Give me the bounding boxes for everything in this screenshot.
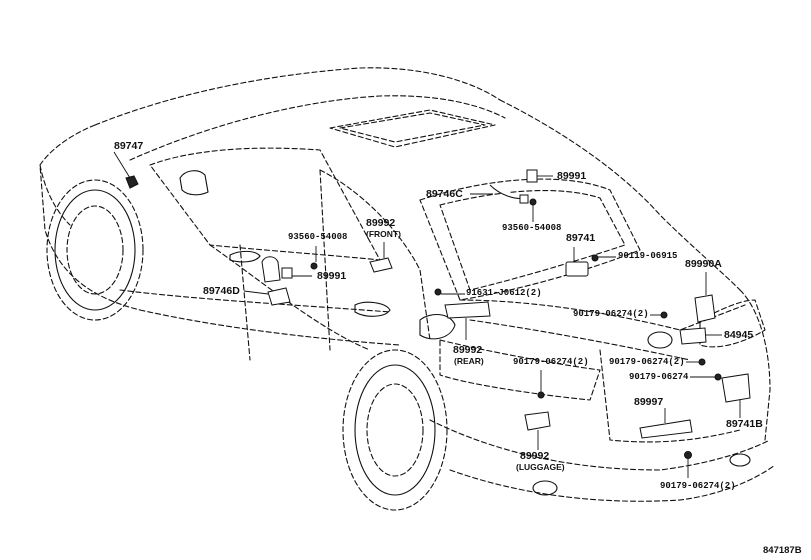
label-90179-a: 90179-06274(2) xyxy=(573,309,649,319)
label-89992-front: 89992 xyxy=(366,217,396,229)
label-89992-luggage: 89992 xyxy=(520,450,550,462)
label-rear-note: (REAR) xyxy=(454,356,484,366)
label-89747: 89747 xyxy=(114,140,144,152)
label-89746D: 89746D xyxy=(203,285,240,297)
label-luggage-note: (LUGGAGE) xyxy=(516,462,565,472)
label-90179-b: 90179-06274(2) xyxy=(513,357,589,367)
label-84945: 84945 xyxy=(724,329,754,341)
diagram-id: 847187B xyxy=(763,545,802,556)
label-89741: 89741 xyxy=(566,232,596,244)
label-90179-c: 90179-06274(2) xyxy=(609,357,685,367)
label-89991-left: 89991 xyxy=(317,270,347,282)
label-89741B: 89741B xyxy=(726,418,763,430)
label-90119: 90119-06915 xyxy=(618,251,678,261)
label-89746C: 89746C xyxy=(426,188,463,200)
part-89747-shape xyxy=(125,175,139,189)
label-89990A: 89990A xyxy=(685,258,722,270)
label-90179-d: 90179-06274 xyxy=(629,372,689,382)
label-93560-top: 93560-54008 xyxy=(502,223,562,233)
label-93560-left: 93560-54008 xyxy=(288,232,348,242)
label-89991-top: 89991 xyxy=(557,170,587,182)
label-front-note: (FRONT) xyxy=(366,229,401,239)
label-91631: 91631-J0612(2) xyxy=(466,288,542,298)
label-90179-e: 90179-06274(2) xyxy=(660,481,736,491)
label-89997: 89997 xyxy=(634,396,664,408)
label-89992-rear: 89992 xyxy=(453,344,483,356)
